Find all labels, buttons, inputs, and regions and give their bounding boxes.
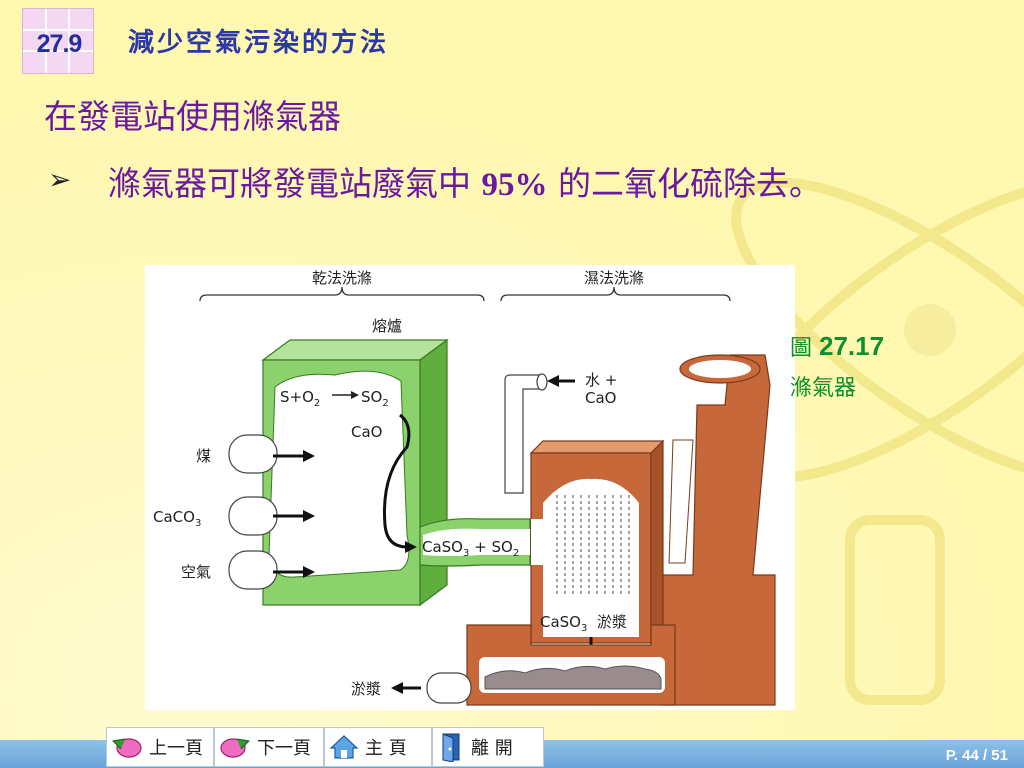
prev-page-label: 上一頁 [149, 738, 203, 759]
slide-heading: 在發電站使用滌氣器 [44, 97, 341, 136]
water-cao-label: CaO [585, 389, 616, 407]
figure-number: 27.17 [819, 331, 885, 361]
scrubber-diagram: 乾法洗滌 濕法洗滌 熔爐 S+O2 SO2 CaO 煤 CaCO3 空氣 CaS… [145, 265, 795, 710]
air-label: 空氣 [181, 563, 211, 581]
cao-label: CaO [351, 423, 382, 441]
prev-page-button[interactable]: 上一頁 [106, 727, 214, 767]
home-icon [329, 735, 359, 759]
wet-scrub-label: 濕法洗滌 [584, 269, 644, 287]
badge-grid-pattern [23, 9, 93, 73]
home-label: 主 頁 [365, 738, 407, 759]
reaction-s-o2: S+O2 [280, 388, 320, 409]
section-number: 27.9 [36, 30, 83, 58]
bullet-arrow-icon: ➢ [48, 163, 72, 196]
water-label: 水 + [585, 371, 617, 389]
section-title: 減少空氣污染的方法 [128, 28, 390, 58]
dry-bracket [199, 286, 485, 302]
bullet-text: 滌氣器可將發電站廢氣中 95% 的二氧化硫除去。 [108, 158, 928, 211]
figure-caption-line1: 圖 27.17 [790, 331, 885, 361]
page-number: P. 44 / 51 [945, 747, 1008, 764]
section-badge: 27.9 [22, 8, 94, 74]
coal-label: 煤 [196, 447, 211, 465]
inlet-pipes [228, 434, 315, 590]
exit-button[interactable]: 離 開 [432, 727, 544, 767]
slurry-tank [466, 624, 676, 706]
home-button[interactable]: 主 頁 [324, 727, 432, 767]
figure-title: 滌氣器 [790, 376, 857, 401]
bullet-text-after: 的二氧化硫除去。 [547, 164, 822, 203]
next-page-button[interactable]: 下一頁 [214, 727, 324, 767]
dry-scrub-label: 乾法洗滌 [312, 269, 372, 287]
reaction-so2: SO2 [361, 388, 389, 409]
furnace [261, 338, 449, 607]
exit-door-icon [442, 733, 460, 762]
caso3-slurry-label: CaSO3 [540, 613, 587, 634]
next-arrow-icon [220, 738, 251, 758]
bullet-text-before: 滌氣器可將發電站廢氣中 [108, 164, 482, 203]
furnace-label: 熔爐 [372, 317, 402, 335]
wet-bracket [500, 286, 731, 302]
caco3-label: CaCO3 [153, 508, 201, 529]
exit-label: 離 開 [471, 738, 513, 759]
slurry-out-label: 淤漿 [351, 680, 381, 698]
slurry-label: 淤漿 [597, 613, 627, 631]
caso3-so2-label: CaSO3 + SO2 [422, 538, 519, 559]
prev-arrow-icon [111, 738, 142, 758]
spray-droplets [556, 495, 630, 595]
slurry-outlet-pipe [426, 672, 472, 704]
water-pipe [504, 374, 541, 494]
bullet-percent: 95% [481, 167, 548, 203]
next-page-label: 下一頁 [257, 738, 311, 759]
chimney [662, 354, 776, 706]
figure-caption: 圖 27.17 滌氣器 [790, 326, 884, 409]
